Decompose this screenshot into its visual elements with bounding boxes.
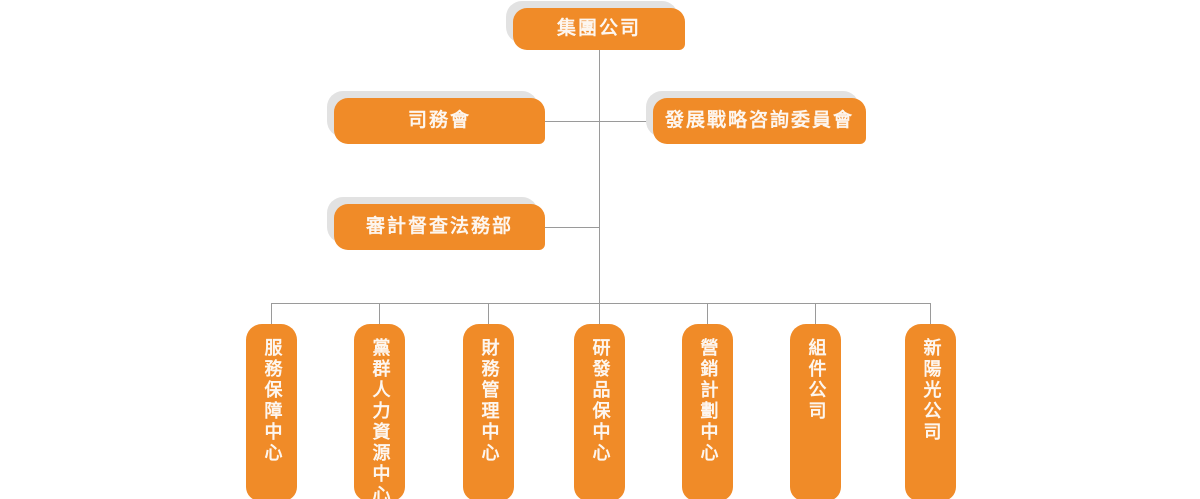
- node-board-office[interactable]: 司務會: [327, 91, 545, 144]
- connector-drop-7: [930, 303, 931, 324]
- connector-drop-3: [488, 303, 489, 324]
- node-strategy-advisory-committee[interactable]: 發展戰略咨詢委員會: [646, 91, 866, 144]
- connector-level2-left-arm: [545, 121, 600, 122]
- connector-trunk-level3-to-bus: [599, 227, 600, 304]
- connector-level2-right-arm: [599, 121, 654, 122]
- node-face: 發展戰略咨詢委員會: [653, 98, 866, 144]
- node-label: 新陽光公司: [920, 338, 942, 443]
- node-face: 服務保障中心: [246, 324, 297, 499]
- node-label: 服務保障中心: [261, 338, 283, 464]
- connector-trunk-root-to-level2: [599, 50, 600, 121]
- connector-drop-1: [271, 303, 272, 324]
- node-label: 研發品保中心: [589, 338, 611, 464]
- connector-trunk-level2-to-level3: [599, 121, 600, 227]
- node-audit-legal-department[interactable]: 審計督查法務部: [327, 197, 545, 250]
- node-rnd-quality-center[interactable]: 研發品保中心: [574, 324, 625, 499]
- node-face: 審計督查法務部: [334, 204, 545, 250]
- node-label: 發展戰略咨詢委員會: [664, 109, 854, 132]
- node-face: 司務會: [334, 98, 545, 144]
- node-finance-management-center[interactable]: 財務管理中心: [463, 324, 514, 499]
- node-face: 營銷計劃中心: [682, 324, 733, 499]
- node-label: 審計督查法務部: [365, 215, 513, 238]
- node-marketing-planning-center[interactable]: 營銷計劃中心: [682, 324, 733, 499]
- node-label: 黨群人力資源中心: [369, 338, 391, 499]
- connector-drop-5: [707, 303, 708, 324]
- node-face: 組件公司: [790, 324, 841, 499]
- node-face: 黨群人力資源中心: [354, 324, 405, 499]
- connector-level3-left-arm: [545, 227, 600, 228]
- node-label: 財務管理中心: [478, 338, 500, 464]
- node-party-hr-center[interactable]: 黨群人力資源中心: [354, 324, 405, 499]
- connector-drop-6: [815, 303, 816, 324]
- connector-drop-2: [379, 303, 380, 324]
- node-face: 財務管理中心: [463, 324, 514, 499]
- node-face: 新陽光公司: [905, 324, 956, 499]
- node-service-support-center[interactable]: 服務保障中心: [246, 324, 297, 499]
- node-root-group-company[interactable]: 集團公司: [506, 1, 685, 50]
- connector-bottom-bus: [271, 303, 930, 304]
- node-sunshine-company[interactable]: 新陽光公司: [905, 324, 956, 499]
- node-component-company[interactable]: 組件公司: [790, 324, 841, 499]
- node-label: 組件公司: [805, 338, 827, 422]
- node-label: 營銷計劃中心: [697, 338, 719, 464]
- node-face: 集團公司: [513, 8, 685, 50]
- node-face: 研發品保中心: [574, 324, 625, 499]
- connector-drop-4: [599, 303, 600, 324]
- node-label: 司務會: [407, 109, 471, 132]
- node-label: 集團公司: [556, 17, 641, 40]
